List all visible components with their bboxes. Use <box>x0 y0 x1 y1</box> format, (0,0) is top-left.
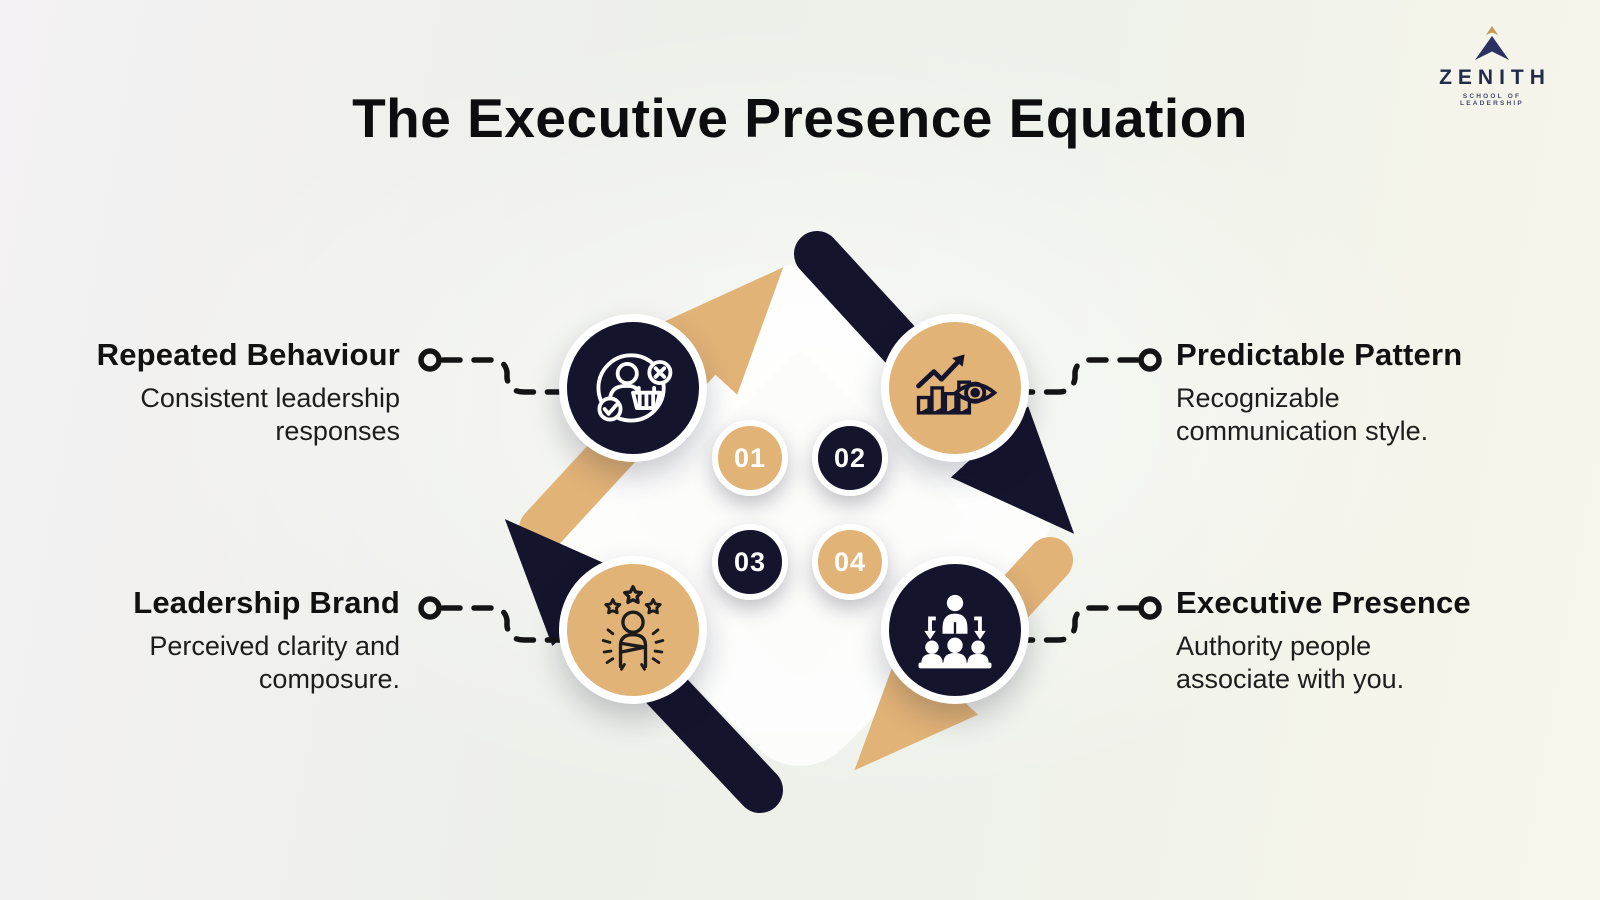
logo-name: ZENITH <box>1439 66 1551 89</box>
node-leadership-brand <box>559 556 707 704</box>
node-executive-presence <box>881 556 1029 704</box>
page-title: The Executive Presence Equation <box>352 87 1248 149</box>
item-label-executive-presence: Executive Presence Authority people asso… <box>1176 585 1526 697</box>
step-number: 02 <box>833 442 867 473</box>
logo-tagline: SCHOOL OF LEADERSHIP <box>1460 93 1524 107</box>
step-badge-01: 01 <box>712 420 788 496</box>
node-repeated-behaviour <box>559 314 707 462</box>
item-title: Executive Presence <box>1176 585 1471 620</box>
item-label-predictable-pattern: Predictable Pattern Recognizable communi… <box>1176 337 1526 449</box>
center-diamond <box>637 352 963 678</box>
step-number: 04 <box>833 546 867 577</box>
connector-line-br <box>1023 605 1140 643</box>
connector-ring <box>1138 596 1162 620</box>
item-description: Consistent leadership responses <box>140 383 400 447</box>
connector-ring <box>418 348 442 372</box>
delegation-icon <box>907 580 1003 681</box>
connector-line-bl <box>440 605 563 643</box>
connector-ring <box>1138 348 1162 372</box>
connector-line-tr <box>1023 357 1140 395</box>
step-badge-04: 04 <box>812 524 888 600</box>
item-title: Leadership Brand <box>133 585 400 620</box>
connector-ring <box>418 596 442 620</box>
item-title: Predictable Pattern <box>1176 337 1463 372</box>
connector-line-tl <box>440 357 565 395</box>
item-description: Authority people associate with you. <box>1176 631 1405 695</box>
personal-brand-icon <box>585 580 681 681</box>
item-title: Repeated Behaviour <box>96 337 400 372</box>
node-predictable-pattern <box>881 314 1029 462</box>
step-number: 03 <box>733 546 767 577</box>
step-number: 01 <box>733 442 767 473</box>
consumer-behaviour-icon <box>585 338 681 439</box>
zenith-logo: ZENITH SCHOOL OF LEADERSHIP <box>1432 26 1552 107</box>
trend-watch-icon <box>907 338 1003 439</box>
mountain-peak-icon <box>1475 26 1509 60</box>
item-description: Recognizable communication style. <box>1176 383 1429 447</box>
item-label-leadership-brand: Leadership Brand Perceived clarity and c… <box>50 585 400 697</box>
step-badge-03: 03 <box>712 524 788 600</box>
item-label-repeated-behaviour: Repeated Behaviour Consistent leadership… <box>50 337 400 449</box>
step-badge-02: 02 <box>812 420 888 496</box>
item-description: Perceived clarity and composure. <box>149 631 400 695</box>
